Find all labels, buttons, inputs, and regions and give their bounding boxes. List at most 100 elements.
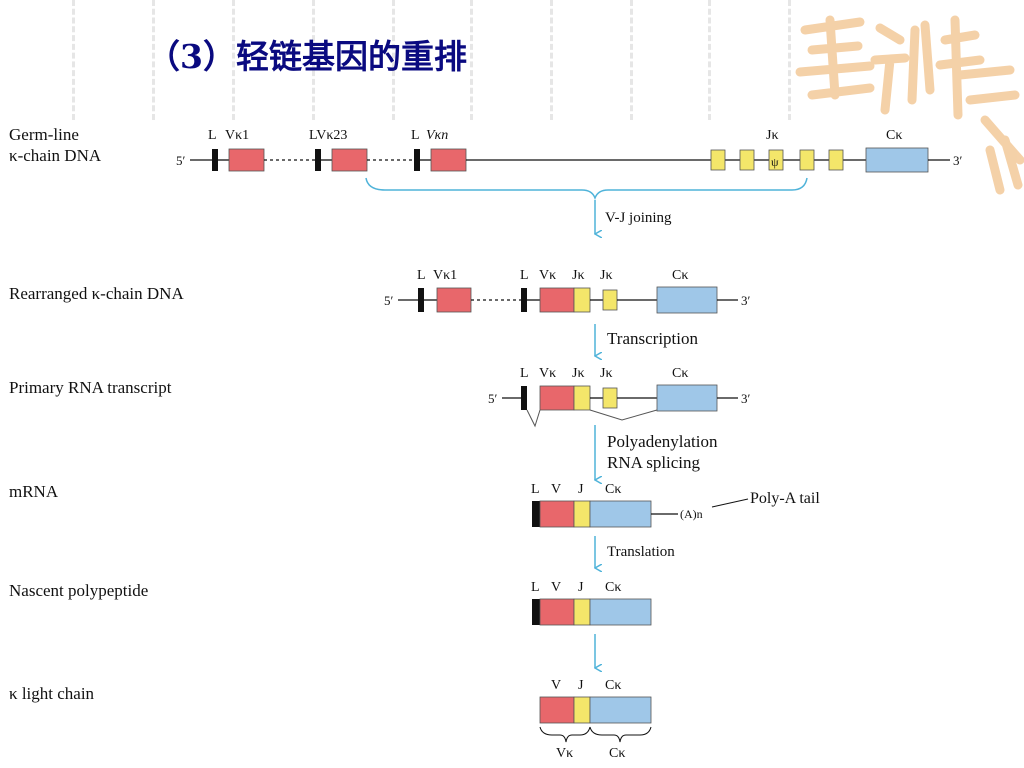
light-J-label: J bbox=[578, 678, 584, 693]
polyA-tail-label: Poly-A tail bbox=[750, 490, 820, 507]
v-segment bbox=[539, 696, 575, 724]
light-C-label: Cκ bbox=[605, 678, 621, 693]
rearranged-V1-label: Vκ1 bbox=[433, 268, 457, 283]
nascent-C-label: Cκ bbox=[605, 580, 621, 595]
leader-segment bbox=[532, 599, 540, 625]
germline-L1-label: L bbox=[208, 128, 217, 143]
germline-J-label: Jκ bbox=[766, 128, 779, 143]
j-pseudogene-segment bbox=[768, 149, 784, 171]
v-segment bbox=[539, 287, 575, 313]
nascent-V-label: V bbox=[551, 580, 561, 595]
c-segment bbox=[589, 598, 652, 626]
mrna-V-label: V bbox=[551, 482, 561, 497]
j-segment bbox=[573, 385, 591, 411]
step-vj-joining: V-J joining bbox=[605, 210, 672, 226]
j-segment bbox=[573, 500, 591, 528]
rearranged-L2-label: L bbox=[520, 268, 529, 283]
leader-segment bbox=[418, 288, 424, 312]
step-polyadenylation: Polyadenylation bbox=[607, 432, 718, 451]
mrna-label: mRNA bbox=[9, 482, 59, 501]
j-segment bbox=[602, 387, 618, 409]
j-segment bbox=[739, 149, 755, 171]
leader-segment bbox=[212, 149, 218, 171]
page-title: （3）轻链基因的重排 bbox=[147, 37, 467, 76]
rearranged-L1-label: L bbox=[417, 268, 426, 283]
step-rna-splicing: RNA splicing bbox=[607, 453, 701, 472]
germline-3prime: 3′ bbox=[953, 153, 963, 168]
light-V-label: V bbox=[551, 678, 561, 693]
vj-joining-brace bbox=[365, 177, 808, 201]
germline-Vn-label: Vκn bbox=[426, 128, 448, 143]
primary-3prime: 3′ bbox=[741, 391, 751, 406]
leader-segment bbox=[315, 149, 321, 171]
nascent-L-label: L bbox=[531, 580, 540, 595]
leader-segment bbox=[521, 386, 527, 410]
j-segment bbox=[573, 696, 591, 724]
germline-LV23-label: LVκ23 bbox=[309, 128, 347, 143]
c-segment bbox=[589, 500, 652, 528]
v-segment bbox=[539, 500, 575, 528]
primary-label: Primary RNA transcript bbox=[9, 378, 172, 397]
germline-label-line1: Germ-line bbox=[9, 125, 79, 144]
nascent-J-label: J bbox=[578, 580, 584, 595]
v-segment bbox=[331, 148, 368, 172]
step-transcription: Transcription bbox=[607, 329, 698, 348]
primary-L-label: L bbox=[520, 366, 529, 381]
nascent-row: L V J Cκ bbox=[531, 580, 652, 626]
rearranged-3prime: 3′ bbox=[741, 293, 751, 308]
j-segment bbox=[828, 149, 844, 171]
rearranged-C-label: Cκ bbox=[672, 268, 688, 283]
primary-5prime: 5′ bbox=[488, 391, 498, 406]
c-segment bbox=[865, 147, 929, 173]
germline-label-line2: κ-chain DNA bbox=[9, 146, 102, 165]
mrna-L-label: L bbox=[531, 482, 540, 497]
j-segment bbox=[799, 149, 815, 171]
c-segment bbox=[656, 286, 718, 314]
v-segment bbox=[228, 148, 265, 172]
nascent-label: Nascent polypeptide bbox=[9, 581, 149, 600]
c-segment bbox=[589, 696, 652, 724]
rearranged-5prime: 5′ bbox=[384, 293, 394, 308]
rearranged-J2-label: Jκ bbox=[600, 268, 613, 283]
leader-segment bbox=[532, 501, 540, 527]
germline-label: Germ-line κ-chain DNA bbox=[9, 124, 101, 166]
light-Ck-label: Cκ bbox=[609, 746, 625, 761]
germline-5prime: 5′ bbox=[176, 153, 186, 168]
germline-V1-label: Vκ1 bbox=[225, 128, 249, 143]
rearranged-J1-label: Jκ bbox=[572, 268, 585, 283]
v-segment bbox=[539, 598, 575, 626]
rearranged-label: Rearranged κ-chain DNA bbox=[9, 284, 184, 303]
j-segment bbox=[602, 289, 618, 311]
v-segment bbox=[430, 148, 467, 172]
leader-segment bbox=[521, 288, 527, 312]
leader-segment bbox=[414, 149, 420, 171]
constant-region-brace bbox=[589, 726, 652, 743]
j-segment bbox=[573, 598, 591, 626]
rearranged-row: 5′ 3′ L Vκ1 L Vκ Jκ Jκ Cκ bbox=[384, 268, 751, 314]
v-segment bbox=[539, 385, 575, 411]
mrna-row: (A)n Poly-A tail L V J Cκ bbox=[531, 482, 820, 528]
germline-row: 5′ ψ 3′ L Vκ1 LVκ23 L Vκn Jκ Cκ bbox=[176, 128, 963, 201]
primary-J1-label: Jκ bbox=[572, 366, 585, 381]
light-chain-row: V J Cκ Vκ Cκ bbox=[539, 678, 652, 761]
mrna-C-label: Cκ bbox=[605, 482, 621, 497]
psi-label: ψ bbox=[771, 155, 779, 169]
primary-C-label: Cκ bbox=[672, 366, 688, 381]
primary-V-label: Vκ bbox=[539, 366, 556, 381]
light-chain-label: κ light chain bbox=[9, 684, 95, 703]
c-segment bbox=[656, 384, 718, 412]
variable-region-brace bbox=[539, 726, 591, 743]
light-Vk-label: Vκ bbox=[556, 746, 573, 761]
polyA-label: (A)n bbox=[680, 507, 703, 521]
mrna-J-label: J bbox=[578, 482, 584, 497]
j-segment bbox=[573, 287, 591, 313]
germline-C-label: Cκ bbox=[886, 128, 902, 143]
v-segment bbox=[436, 287, 472, 313]
j-segment bbox=[710, 149, 726, 171]
primary-transcript-row: 5′ 3′ L Vκ Jκ Jκ Cκ bbox=[488, 366, 751, 428]
primary-J2-label: Jκ bbox=[600, 366, 613, 381]
rearranged-V2-label: Vκ bbox=[539, 268, 556, 283]
step-translation: Translation bbox=[607, 544, 675, 560]
germline-Ln-label: L bbox=[411, 128, 420, 143]
